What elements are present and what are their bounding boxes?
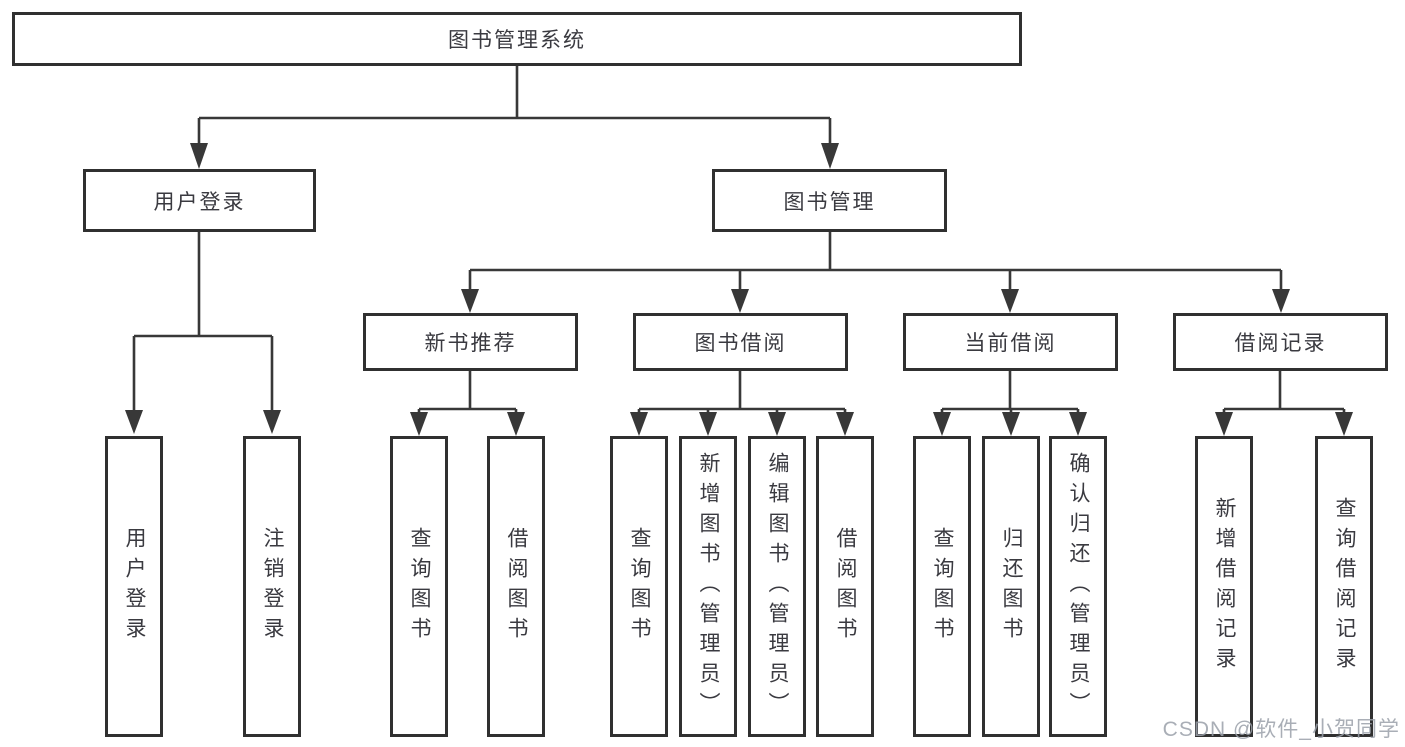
- node-group-book-borrow-label: 图书借阅: [694, 332, 787, 355]
- arrowhead: [1272, 289, 1290, 313]
- connectors-group-book-borrow: [630, 371, 854, 436]
- connectors-group-current-borrow: [933, 371, 1087, 436]
- node-user-login-label: 用户登录: [153, 190, 246, 214]
- connector-line: [468, 232, 1283, 291]
- connectors-book-mgmt: [461, 232, 1290, 313]
- node-group-book-borrow: 图书借阅: [633, 313, 848, 371]
- node-group-new-books-label: 新书推荐: [424, 332, 517, 355]
- arrowhead: [1001, 289, 1019, 313]
- node-group-borrow-records: 借阅记录: [1173, 313, 1388, 371]
- node-leaf-label: 查询借阅记录: [1333, 496, 1356, 677]
- node-group-borrow-records-label: 借阅记录: [1234, 332, 1327, 355]
- node-group-current-borrow-label: 当前借阅: [964, 332, 1057, 355]
- node-leaf-query-books-3: 查询图书: [913, 436, 971, 737]
- node-leaf-label: 注销登录: [261, 526, 284, 647]
- arrowhead: [630, 412, 648, 436]
- node-root-label: 图书管理系统: [448, 29, 586, 52]
- node-book-mgmt-label: 图书管理: [783, 190, 876, 214]
- arrowhead: [507, 412, 525, 436]
- node-leaf-label: 查询图书: [628, 526, 651, 647]
- connectors-user-login: [125, 232, 281, 434]
- node-leaf-logout: 注销登录: [243, 436, 301, 737]
- arrowhead: [410, 412, 428, 436]
- node-leaf-label: 借阅图书: [505, 526, 528, 647]
- arrowhead: [1335, 412, 1353, 436]
- node-leaf-user-login: 用户登录: [105, 436, 163, 737]
- node-leaf-label: 确认归还（管理员）: [1067, 451, 1090, 722]
- node-leaf-query-books-1: 查询图书: [390, 436, 448, 737]
- connector-line: [417, 371, 518, 414]
- node-leaf-label: 编辑图书（管理员）: [766, 451, 789, 722]
- connector-line: [940, 371, 1080, 414]
- node-leaf-edit-books-admin: 编辑图书（管理员）: [748, 436, 806, 737]
- node-leaf-add-books-admin: 新增图书（管理员）: [679, 436, 737, 737]
- node-leaf-label: 新增图书（管理员）: [697, 451, 720, 722]
- node-leaf-return-books: 归还图书: [982, 436, 1040, 737]
- connectors-group-new-books: [410, 371, 525, 436]
- connectors-root: [190, 66, 839, 169]
- node-user-login: 用户登录: [83, 169, 316, 232]
- arrowhead: [821, 143, 839, 169]
- node-leaf-label: 查询图书: [408, 526, 431, 647]
- arrowhead: [263, 410, 281, 434]
- arrowhead: [836, 412, 854, 436]
- arrowhead: [731, 289, 749, 313]
- node-group-current-borrow: 当前借阅: [903, 313, 1118, 371]
- watermark: CSDN @软件_小贺同学: [1162, 718, 1400, 741]
- connector-line: [637, 371, 847, 414]
- node-leaf-query-borrow-record: 查询借阅记录: [1315, 436, 1373, 737]
- node-group-new-books: 新书推荐: [363, 313, 578, 371]
- node-book-mgmt: 图书管理: [712, 169, 947, 232]
- connector-line: [197, 66, 832, 145]
- arrowhead: [190, 143, 208, 169]
- arrowhead: [1069, 412, 1087, 436]
- arrowhead: [125, 410, 143, 434]
- arrowhead: [768, 412, 786, 436]
- arrowhead: [1002, 412, 1020, 436]
- node-root: 图书管理系统: [12, 12, 1022, 66]
- node-leaf-label: 查询图书: [931, 526, 954, 647]
- arrowhead: [933, 412, 951, 436]
- arrowhead: [699, 412, 717, 436]
- node-leaf-confirm-return-admin: 确认归还（管理员）: [1049, 436, 1107, 737]
- node-leaf-label: 新增借阅记录: [1213, 496, 1236, 677]
- node-leaf-add-borrow-record: 新增借阅记录: [1195, 436, 1253, 737]
- connector-line: [132, 232, 274, 412]
- arrowhead: [1215, 412, 1233, 436]
- node-leaf-borrow-books-1: 借阅图书: [487, 436, 545, 737]
- node-leaf-label: 借阅图书: [834, 526, 857, 647]
- connectors-group-borrow-records: [1215, 371, 1353, 436]
- node-leaf-label: 用户登录: [123, 526, 146, 647]
- connector-line: [1222, 371, 1346, 414]
- node-leaf-query-books-2: 查询图书: [610, 436, 668, 737]
- arrowhead: [461, 289, 479, 313]
- node-leaf-label: 归还图书: [1000, 526, 1023, 647]
- node-leaf-borrow-books-2: 借阅图书: [816, 436, 874, 737]
